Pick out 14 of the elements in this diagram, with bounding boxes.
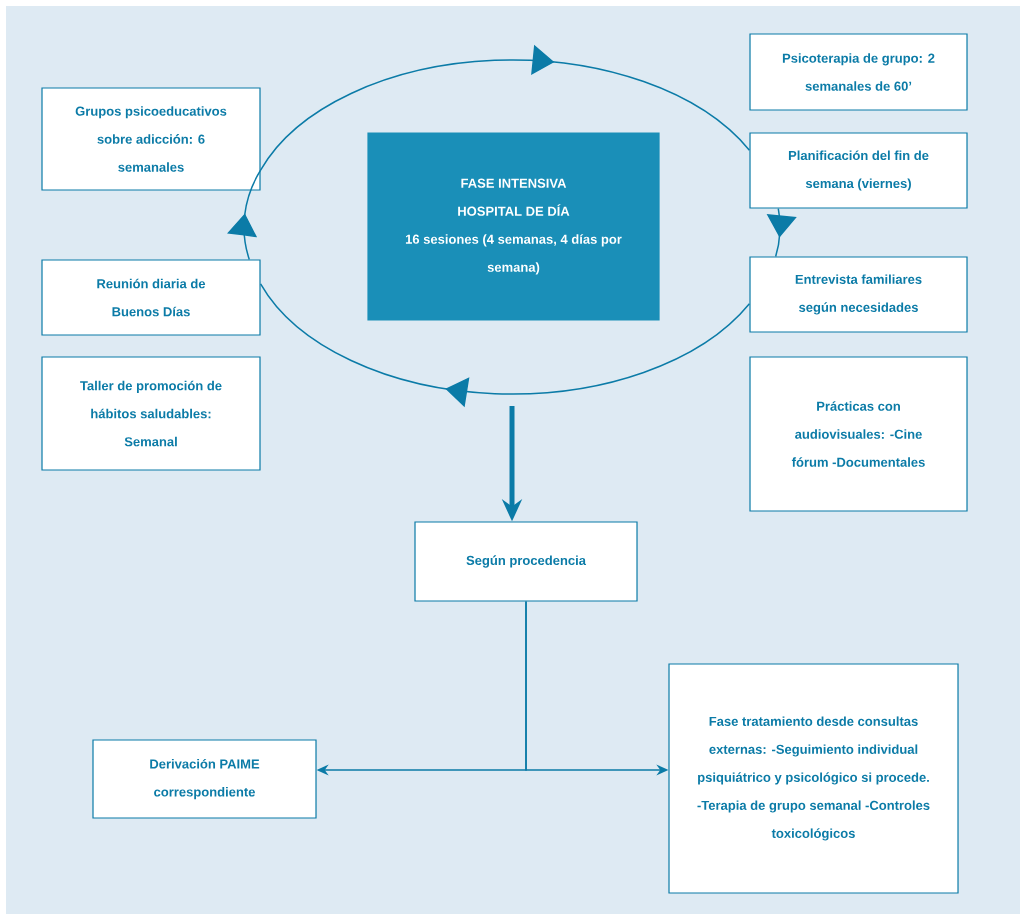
activity-box: Grupos psicoeducativos sobre adicción: 6 semanales <box>41 87 261 191</box>
activity-box: Reunión diaria de Buenos Días <box>41 259 261 336</box>
phase-box: FASE INTENSIVA HOSPITAL DE DÍA 16 sesiones (4 semanas, 4 días por semana) <box>367 132 660 321</box>
activity-box: Fase tratamiento desde consultas externas: -Seguimiento individual psiquiátrico y psicológico si procede. -Terapia de grupo semanal -Controles toxicológicos <box>668 663 959 894</box>
cycle-arrow <box>259 283 751 408</box>
activity-box: Según procedencia <box>414 521 638 602</box>
cycle-arrow <box>227 169 262 261</box>
activity-box: Taller de promoción de hábitos saludables: Semanal <box>41 356 261 471</box>
activity-box: Entrevista familiares según necesidades <box>749 256 968 333</box>
activity-box: Derivación PAIME correspondiente <box>92 739 317 819</box>
activity-box: Psicoterapia de grupo: 2 semanales de 60’ <box>749 33 968 111</box>
cycle-arrow <box>259 44 751 171</box>
activity-box: Planificación del fin de semana (viernes) <box>749 132 968 209</box>
activity-box: Prácticas con audiovisuales: -Cine fórum -Documentales <box>749 356 968 512</box>
